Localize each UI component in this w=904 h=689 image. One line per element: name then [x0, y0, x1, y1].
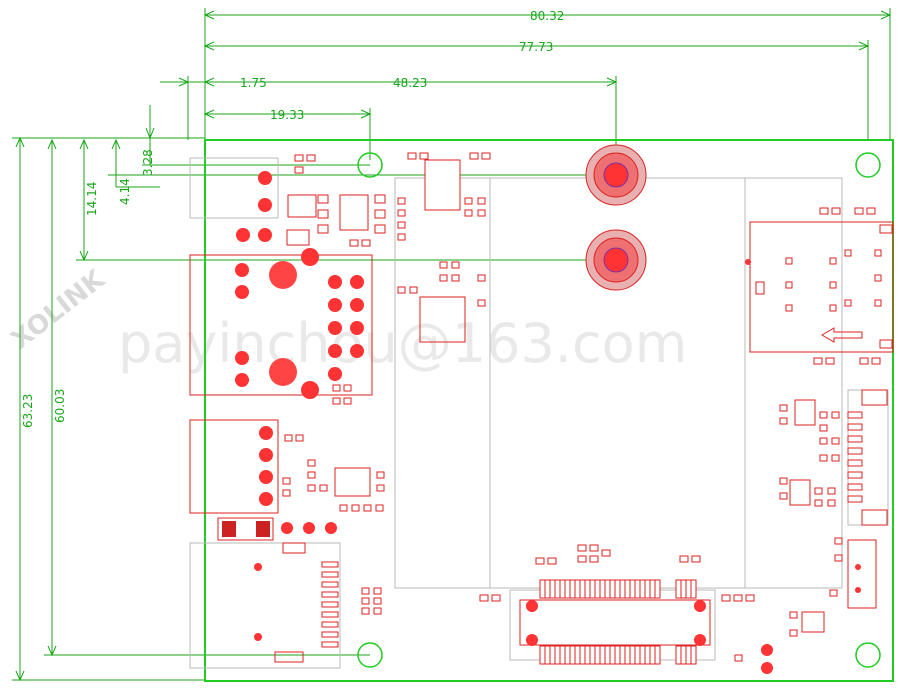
smd-pads: [282, 152, 882, 662]
card-insert-arrow: [821, 327, 863, 343]
mounting-holes: [357, 152, 881, 668]
fuse-pads: [222, 521, 270, 537]
through-hole-pads: [235, 171, 861, 674]
dim-overall-height: 63.23: [21, 394, 35, 428]
dim-hole-span-vertical: 60.03: [53, 389, 67, 423]
pin-ticks: [544, 580, 692, 664]
dim-v-offset-a: 3.28: [141, 149, 155, 176]
standoff-pads: [269, 144, 647, 386]
dim-v-offset-b: 4.14: [118, 178, 132, 205]
components: [189, 194, 894, 663]
dim-hole-x-mid: 48.23: [393, 76, 427, 90]
dim-hole-x-left: 19.33: [270, 108, 304, 122]
bottom-connector-pins: [539, 579, 697, 665]
dimension-labels: 80.32 77.73 1.75 48.23 19.33 63.23 60.03…: [21, 9, 564, 428]
dim-hole-span: 77.73: [519, 40, 553, 54]
dim-offset-small: 1.75: [240, 76, 267, 90]
email-watermark: payinchou@163.com: [118, 312, 687, 375]
brand-watermark: XOLINK: [6, 264, 111, 356]
dimension-lines: [12, 8, 892, 682]
board-outline: [204, 139, 894, 682]
dim-overall-width: 80.32: [530, 9, 564, 23]
dim-v-offset-c: 14.14: [85, 182, 99, 216]
